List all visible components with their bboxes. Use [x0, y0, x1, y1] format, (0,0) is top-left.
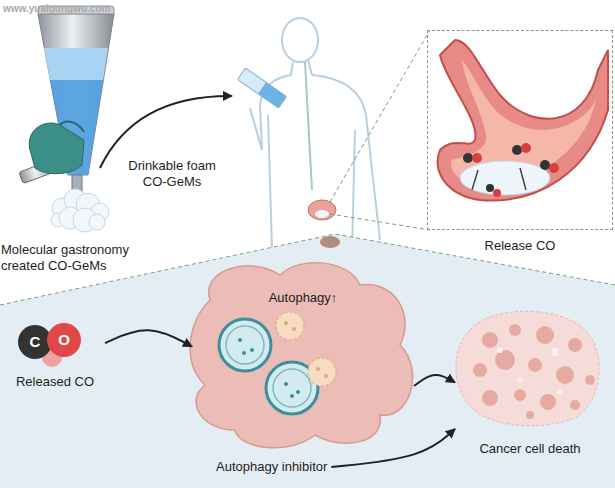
whipping-siphon — [60, 121, 84, 132]
dead-cell — [482, 332, 498, 348]
person-outline — [352, 130, 355, 250]
person-outline — [250, 18, 380, 250]
leader-lines — [330, 30, 430, 230]
person-outline — [305, 62, 312, 190]
cancer-cell — [292, 327, 296, 331]
node-caption: Autophagy↑ — [269, 290, 338, 306]
dead-cell — [482, 390, 498, 406]
atom-symbol: C — [30, 333, 41, 351]
co-molecule — [47, 323, 81, 357]
whipping-siphon — [29, 123, 84, 174]
cancer-cell — [308, 358, 336, 386]
dead-cell — [540, 394, 556, 410]
cancer-cell — [219, 319, 271, 371]
dead-cell — [509, 324, 521, 336]
dead-cell — [473, 363, 487, 377]
co-molecule — [18, 325, 52, 359]
dead-cell — [556, 366, 574, 384]
person-outline — [312, 75, 380, 240]
drinking-glass — [258, 82, 287, 108]
dead-cell — [551, 348, 559, 356]
tumor-spot — [320, 236, 340, 248]
dead-cell — [495, 350, 515, 370]
watermark: www.yuaigongwu.com — [3, 2, 110, 15]
person-outline — [282, 18, 318, 62]
inhibitor-node: Autophagy inhibitor — [212, 456, 331, 478]
stomach-illustration — [463, 153, 473, 163]
foam — [89, 214, 105, 230]
cancer-cell — [273, 369, 311, 407]
stomach-illustration — [493, 189, 501, 197]
node-caption: Autophagy inhibitor — [216, 459, 327, 475]
stomach-illustration — [486, 184, 494, 192]
cancer-cell — [316, 367, 320, 371]
node-caption: Cancer cell death — [479, 441, 580, 457]
small-stomach — [308, 200, 336, 220]
connector-arrow — [414, 375, 455, 386]
node-caption: Released CO — [16, 374, 94, 390]
cancer-cell — [190, 263, 412, 448]
cancer-cell — [190, 263, 412, 448]
dead-cell-node: Cancer cell death — [455, 305, 605, 460]
stomach-illustration — [472, 168, 526, 190]
dead-cell — [456, 311, 599, 425]
small-stomach — [308, 200, 336, 220]
dead-cell — [517, 377, 523, 383]
dead-cell — [585, 375, 595, 385]
cancer-cell — [296, 390, 300, 394]
stomach-illustration — [438, 40, 608, 200]
cancer-cell — [284, 321, 288, 325]
connector-arrow — [105, 330, 192, 346]
node-caption: Molecular gastronomy created CO-GeMs — [1, 242, 140, 274]
drinking-glass — [238, 68, 287, 108]
dead-cell — [473, 324, 595, 419]
node-caption: Release CO — [428, 238, 612, 254]
person-outline — [268, 115, 272, 250]
stomach-illustration — [521, 143, 531, 153]
stomach-inset: Release CO — [427, 30, 613, 230]
whipping-siphon — [19, 6, 114, 193]
dead-cell — [557, 389, 563, 395]
connector-arrow — [331, 429, 455, 467]
co-molecule-node: Released CO — [5, 318, 105, 390]
drink-arrow — [100, 96, 232, 168]
stomach-illustration — [472, 153, 482, 163]
dead-cell — [568, 338, 582, 352]
small-stomach — [315, 210, 329, 218]
cancer-cell — [226, 326, 264, 364]
stomach-illustration — [549, 163, 559, 173]
cancer-cell — [284, 382, 288, 386]
cancer-cell-node: Autophagy↑ — [192, 262, 414, 450]
whipping-siphon — [44, 48, 108, 80]
dead-cell — [528, 358, 542, 372]
stomach-illustration — [512, 145, 522, 155]
cancer-cell — [238, 338, 242, 342]
drinking-glass — [238, 68, 287, 108]
leader-lines — [330, 30, 430, 202]
dead-cell — [514, 389, 526, 401]
foam — [51, 189, 109, 232]
stomach-illustration — [540, 160, 550, 170]
stomach-illustration — [460, 161, 550, 195]
dead-cell — [497, 347, 563, 395]
leader-lines — [330, 214, 430, 230]
cancer-cell — [276, 312, 304, 340]
person-outline — [291, 60, 312, 75]
cancer-cell — [324, 374, 328, 378]
cancer-cell — [242, 351, 246, 355]
dead-cell — [570, 400, 580, 410]
detail-panel — [0, 234, 615, 488]
arrow-label: Drinkable foam CO-GeMs — [122, 158, 222, 190]
dead-cell — [456, 311, 599, 425]
atom-symbol: O — [58, 331, 70, 349]
stomach-illustration — [438, 40, 608, 200]
dead-cell — [526, 411, 534, 419]
siphon-foam-node: Molecular gastronomy created CO-GeMs — [0, 4, 140, 276]
dead-cell — [497, 347, 503, 353]
co-molecule — [18, 323, 81, 367]
dead-cell — [536, 326, 554, 344]
cancer-cell — [250, 348, 254, 352]
cancer-cell — [290, 394, 294, 398]
